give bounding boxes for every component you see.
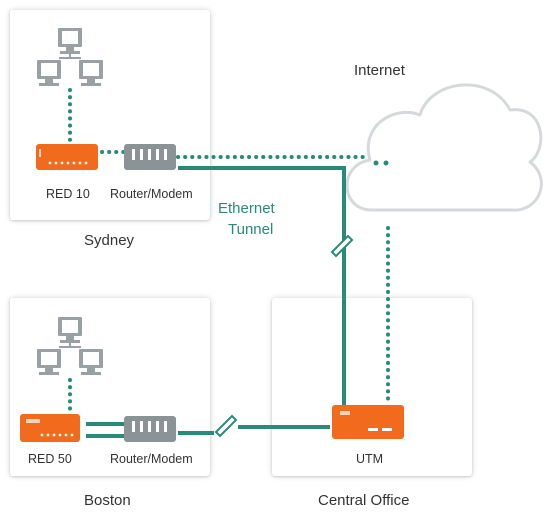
red10-device-icon xyxy=(36,144,98,170)
central-office-panel xyxy=(272,298,472,476)
tunnel-break-marker-sydney xyxy=(330,234,354,258)
ethernet-tunnel-sydney xyxy=(178,166,346,405)
internet-cloud-icon xyxy=(345,83,543,212)
sydney-label: Sydney xyxy=(84,232,135,249)
router-modem-boston-label: Router/Modem xyxy=(110,452,193,466)
router-modem-sydney-icon xyxy=(124,144,176,170)
boston-site-panel xyxy=(10,298,210,476)
utm-device-icon xyxy=(332,405,404,439)
utm-label: UTM xyxy=(356,452,384,466)
red10-label: RED 10 xyxy=(46,187,90,201)
red50-label: RED 50 xyxy=(28,452,72,466)
internet-label: Internet xyxy=(354,62,405,79)
boston-label: Boston xyxy=(84,492,131,509)
sydney-site-panel xyxy=(10,10,210,220)
boston-computers-icon xyxy=(37,317,103,375)
red50-device-icon xyxy=(20,414,80,442)
router-modem-sydney-label: Router/Modem xyxy=(110,187,193,201)
ethernet-tunnel-boston xyxy=(86,422,330,438)
central-office-label: Central Office xyxy=(318,492,410,509)
sydney-computers-icon xyxy=(37,28,103,86)
tunnel-break-marker-boston xyxy=(214,414,238,438)
ethernet-tunnel-label-line2: Tunnel xyxy=(228,221,274,238)
router-modem-boston-icon xyxy=(124,416,176,442)
ethernet-tunnel-label-line1: Ethernet xyxy=(218,200,275,217)
